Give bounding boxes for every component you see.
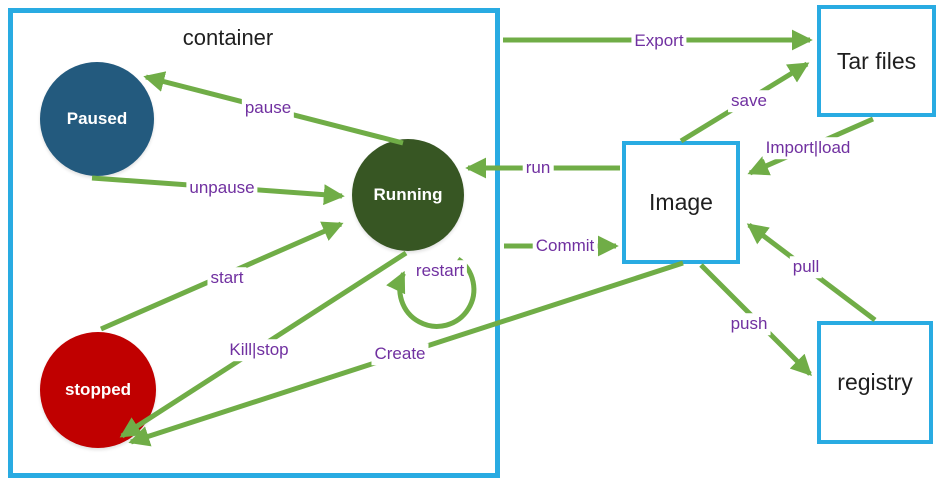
import-load-edge-label: Import|load bbox=[762, 137, 854, 159]
unpause-edge-label: unpause bbox=[186, 177, 258, 199]
create-edge-label: Create bbox=[371, 343, 429, 365]
push-edge-label: push bbox=[727, 313, 771, 335]
stopped-state-label: stopped bbox=[64, 380, 132, 399]
kill-stop-edge-label: Kill|stop bbox=[226, 339, 292, 361]
save-edge-label: save bbox=[728, 90, 770, 112]
image-node-label: Image bbox=[649, 189, 713, 215]
tar-files-node: Tar files bbox=[817, 5, 936, 117]
container-box bbox=[8, 8, 500, 478]
restart-edge-label: restart bbox=[412, 260, 468, 282]
tar-files-node-label: Tar files bbox=[836, 47, 917, 74]
image-node: Image bbox=[622, 141, 740, 264]
run-edge-label: run bbox=[522, 157, 554, 179]
start-edge-label: start bbox=[207, 267, 247, 289]
pull-edge-label: pull bbox=[789, 256, 823, 278]
running-state-node: Running bbox=[352, 139, 464, 251]
commit-edge-label: Commit bbox=[532, 235, 598, 257]
container-box-title: container bbox=[182, 25, 274, 50]
registry-node: registry bbox=[817, 321, 933, 444]
registry-node-label: registry bbox=[837, 369, 913, 395]
export-edge-label: Export bbox=[631, 30, 687, 52]
pause-edge-label: pause bbox=[241, 97, 295, 119]
stopped-state-node: stopped bbox=[40, 332, 156, 448]
paused-state-label: Paused bbox=[66, 109, 128, 128]
paused-state-node: Paused bbox=[40, 62, 154, 176]
running-state-label: Running bbox=[373, 185, 443, 204]
